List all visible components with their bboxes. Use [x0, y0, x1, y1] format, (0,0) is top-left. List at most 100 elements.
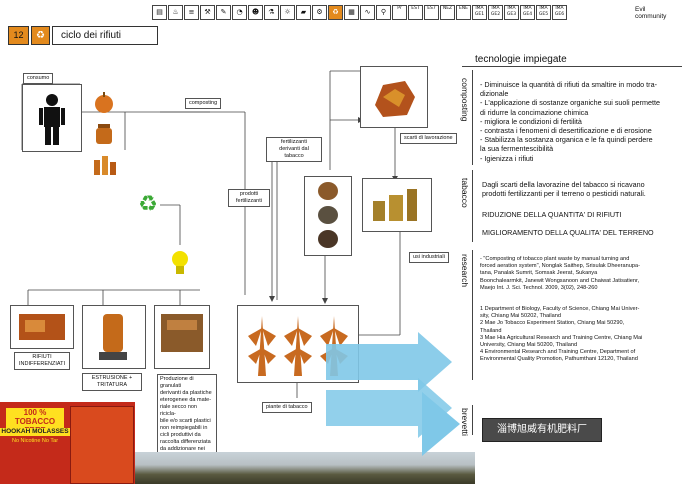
gauge-icon[interactable]: ◔: [232, 5, 247, 20]
fertilizer-samples-box: [304, 176, 352, 256]
toolbar-text-icon-10[interactable]: IMA GE6: [552, 5, 567, 20]
stack-icon[interactable]: ≡: [184, 5, 199, 20]
produzione-line: raccolta differenziata: [160, 439, 211, 445]
tabacco-line: prodotti fertilizzanti per il terreno o …: [482, 189, 646, 199]
sun-icon[interactable]: ☼: [280, 5, 295, 20]
folder-icon[interactable]: ▰: [296, 5, 311, 20]
page-title: ciclo dei rifiuti: [52, 26, 158, 45]
right-heading: tecnologie impiegate: [475, 54, 567, 65]
scarti-label: scarti di lavorazione: [400, 133, 457, 144]
right-heading-rule: [462, 66, 682, 67]
toolbar-text-icon-3[interactable]: NEZ: [440, 5, 455, 20]
brevetti-divider: [472, 405, 473, 435]
fertilizzanti-label: fertilizzanti derivanti dal tabacco: [266, 137, 322, 162]
consumo-label: consumo: [23, 73, 54, 84]
brevetti-section-label: brevetti: [460, 408, 470, 436]
composting-line: - Stabilizza la sostanza organica e le f…: [480, 135, 653, 145]
tobacco-tin-image: 100 % TOBACCO FREE HOOKAH MOLASSES No Ni…: [0, 402, 135, 484]
composting-line: di ridurre la concimazione chimica: [480, 107, 589, 117]
toolbar-text-icon-7[interactable]: IMA GE3: [504, 5, 519, 20]
composting-divider: [472, 70, 473, 165]
person-icon: [39, 94, 65, 145]
page-number-badge: 12: [8, 26, 29, 45]
section-icon: ♻: [31, 26, 50, 45]
composting-line: la sua fermentescibilità: [480, 144, 554, 154]
waste-image-box: [10, 305, 74, 349]
blue-arrow-small: [422, 392, 460, 456]
produzione-line: eterogenee da mate-: [160, 397, 212, 403]
tobacco-products-box: [362, 178, 432, 232]
composting-line: - migliora le condizioni di fertilità: [480, 116, 582, 126]
research-line: Boonchalearmkit, Janewit Wongsanoon and …: [480, 277, 640, 284]
riduzione-text: RIDUZIONE DELLA QUANTITA' DI RIFIUTI: [482, 210, 622, 219]
composting-section-label: composting: [460, 78, 470, 122]
rifiuti-label: RIFIUTI INDIFFERENZIATI: [14, 352, 70, 370]
research-text: - "Composting of tobacco plant waste by …: [480, 256, 640, 292]
toolbar-text-icon-4[interactable]: ENE: [456, 5, 471, 20]
affiliation-line: 1 Department of Biology, Faculty of Scie…: [480, 306, 640, 312]
toolbar-text-icon-8[interactable]: IMA GE4: [520, 5, 535, 20]
affiliation-line: 2 Mae Jo Tobacco Experiment Station, Chi…: [480, 320, 625, 327]
hammer-icon[interactable]: ⚒: [200, 5, 215, 20]
usi-industriali-label: usi industriali: [409, 252, 449, 263]
composting-line: - Igienizza i rifiuti: [480, 153, 534, 163]
estrusione-label: ESTRUSIONE + TRITATURA: [82, 373, 142, 391]
tabacco-divider: [472, 170, 473, 242]
toolbar-text-icon-0[interactable]: Pr: [392, 5, 407, 20]
chemistry-icon[interactable]: ⚗: [264, 5, 279, 20]
grid-icon[interactable]: ▦: [344, 5, 359, 20]
produzione-line: cicli produttivi da: [160, 432, 201, 438]
affiliation-line: 3 Mae Hia Agricultural Research and Trai…: [480, 334, 643, 341]
research-section-label: research: [460, 254, 470, 288]
composting-label: composting: [185, 98, 222, 109]
granulate-image-box: [154, 305, 210, 369]
produzione-line: Produzione di granulati: [160, 376, 194, 389]
research-line: forced aeration system", Nonglak Saithep…: [480, 263, 640, 270]
produzione-line: riale secco non riciclа-: [160, 404, 197, 417]
research-line: - "Composting of tobacco plant waste by …: [480, 256, 630, 262]
bottles-icon: [92, 152, 118, 176]
composting-text: - Diminuisce la quantità di rifiuti da s…: [480, 80, 660, 163]
composting-line: - contrasta i fenomeni di desertificazio…: [480, 126, 652, 136]
toolbar-text-icon-6[interactable]: IMA GE2: [488, 5, 503, 20]
tabacco-section-label: tabacco: [460, 178, 470, 208]
factory-icon[interactable]: ▤: [152, 5, 167, 20]
produzione-line: derivanti da plastiche: [160, 390, 212, 396]
bulb-icon: [170, 250, 190, 276]
research-line: Maejo Int. J. Sci. Technol. 2009, 3(02),…: [480, 284, 598, 291]
affiliation-line: University, Chiang Mai 50200, Thailand: [480, 342, 578, 349]
toolbar-text-icon-9[interactable]: IMA GE5: [536, 5, 551, 20]
jar-icon: [92, 122, 116, 146]
research-line: tana, Panalak Sumrit, Somsak Jeerat, Suk…: [480, 270, 598, 277]
composting-line: - L'applicazione di sostanze organiche s…: [480, 98, 660, 108]
toolbar-text-icon-2[interactable]: ES7: [424, 5, 439, 20]
consumer-box: [22, 84, 82, 152]
miglioramento-text: MIGLIORAMENTO DELLA QUALITA' DEL TERRENO: [482, 228, 654, 237]
landscape-strip: [135, 452, 475, 484]
tabacco-line: Dagli scarti della lavorazine del tabacc…: [482, 180, 645, 189]
prodotti-fertilizzanti-label: prodotti fertilizzanti: [228, 189, 270, 207]
gear-icon[interactable]: ⚙: [312, 5, 327, 20]
curve-icon[interactable]: ∿: [360, 5, 375, 20]
brand-line-1: Evil: [635, 6, 646, 13]
tabacco-text: Dagli scarti della lavorazine del tabacc…: [482, 180, 646, 198]
extruder-image-box: [82, 305, 146, 369]
affiliation-line: Thailand: [480, 327, 502, 334]
toolbar-text-icon-5[interactable]: IMA GE1: [472, 5, 487, 20]
toolbar-text-icon-1[interactable]: EST: [408, 5, 423, 20]
compost-image-box: [360, 66, 428, 128]
composting-line: dizionale: [480, 89, 509, 99]
pin-icon[interactable]: ⚲: [376, 5, 391, 20]
blue-arrows: [326, 332, 452, 438]
tin-line-3: HOOKAH MOLASSES: [1, 428, 69, 435]
produzione-line: non reimpiegabili in: [160, 425, 208, 431]
composting-line: - Diminuisce la quantità di rifiuti da s…: [480, 80, 657, 89]
produzione-line: bile e/o scarti plastici: [160, 418, 211, 424]
fire-icon[interactable]: ♨: [168, 5, 183, 20]
brush-icon[interactable]: ✎: [216, 5, 231, 20]
recycle-icon: ♻: [138, 192, 158, 217]
recycle-active-icon[interactable]: ♻: [328, 5, 343, 20]
people-icon[interactable]: ☻: [248, 5, 263, 20]
affiliations-text: 1 Department of Biology, Faculty of Scie…: [480, 306, 642, 364]
tin-line-4: No Nicotine No Tar: [11, 438, 59, 444]
